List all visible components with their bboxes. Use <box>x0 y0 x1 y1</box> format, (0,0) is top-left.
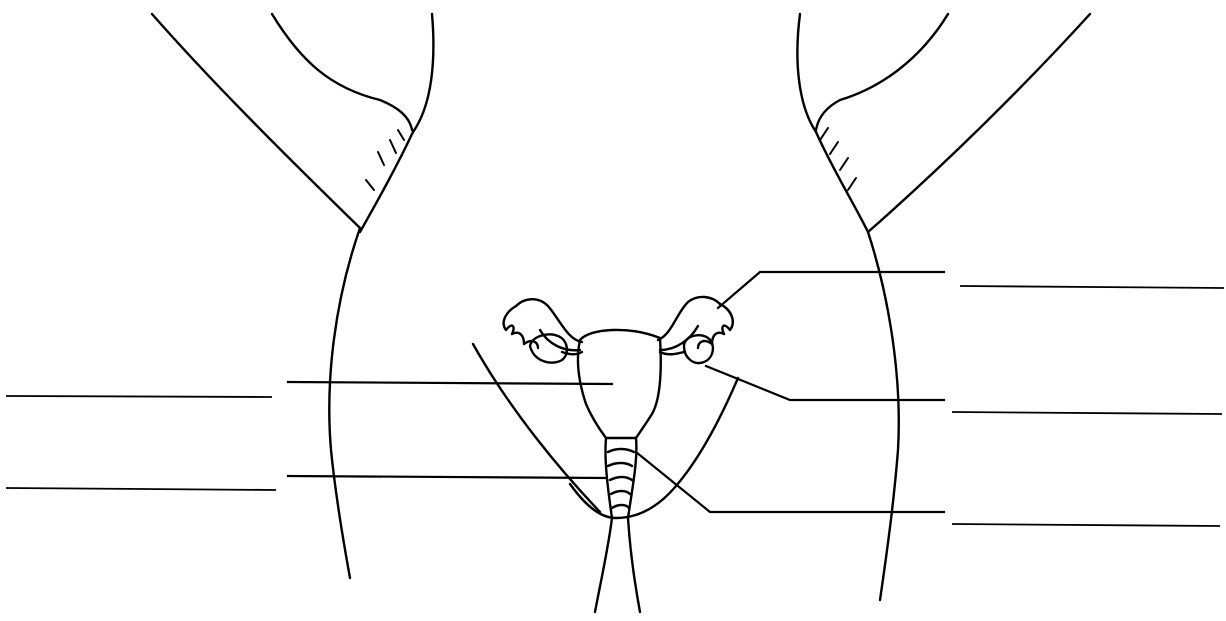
vaginal-opening-right <box>628 518 640 612</box>
left-groin-line <box>272 14 412 130</box>
left-adnexa <box>504 299 582 362</box>
label-blank-vagina[interactable] <box>6 488 276 490</box>
pelvic-line-left <box>473 344 600 512</box>
right-adnexa <box>658 297 733 363</box>
leader-fallopian-tube <box>718 272 944 308</box>
pelvic-lines <box>473 344 738 518</box>
right-groin-line <box>816 14 948 130</box>
pelvic-line-right <box>676 378 738 486</box>
left-fallopian-tube <box>540 330 580 350</box>
leader-vagina <box>288 476 606 478</box>
cervix-vagina <box>595 438 640 612</box>
label-blank-uterus[interactable] <box>6 396 272 397</box>
label-blank-cervix[interactable] <box>952 524 1220 526</box>
left-torso-line <box>152 14 360 228</box>
left-fallopian-tube <box>516 299 582 342</box>
label-blanks <box>6 286 1224 526</box>
right-fold-tick <box>830 142 838 154</box>
left-ovary-ligament <box>562 352 582 354</box>
right-fold-tick <box>820 128 828 140</box>
right-torso-line <box>868 14 1090 232</box>
left-fold-tick <box>390 140 396 153</box>
leader-ovary <box>706 366 944 400</box>
left-fold-tick <box>398 130 404 140</box>
right-fallopian-tube <box>660 326 698 350</box>
body-outline <box>152 14 1090 600</box>
vaginal-opening-left <box>595 518 612 612</box>
right-ovary <box>684 335 713 363</box>
label-blank-fallopian-tube[interactable] <box>960 286 1224 288</box>
right-fimbriae <box>698 304 733 348</box>
right-fold-tick <box>840 158 848 170</box>
right-hip-edge <box>797 14 868 232</box>
right-fold-tick <box>848 178 856 190</box>
left-fold-tick <box>366 180 374 190</box>
label-blank-ovary[interactable] <box>952 412 1222 414</box>
right-ovary-ligament <box>660 352 684 354</box>
left-body-edge <box>329 228 360 578</box>
leader-lines <box>288 272 944 512</box>
pelvic-floor-curve <box>570 484 676 518</box>
left-hip-edge <box>360 14 433 232</box>
right-fallopian-tube <box>658 297 720 340</box>
leader-uterus <box>288 382 612 384</box>
left-fold-tick <box>378 152 384 165</box>
right-body-edge <box>868 232 899 600</box>
